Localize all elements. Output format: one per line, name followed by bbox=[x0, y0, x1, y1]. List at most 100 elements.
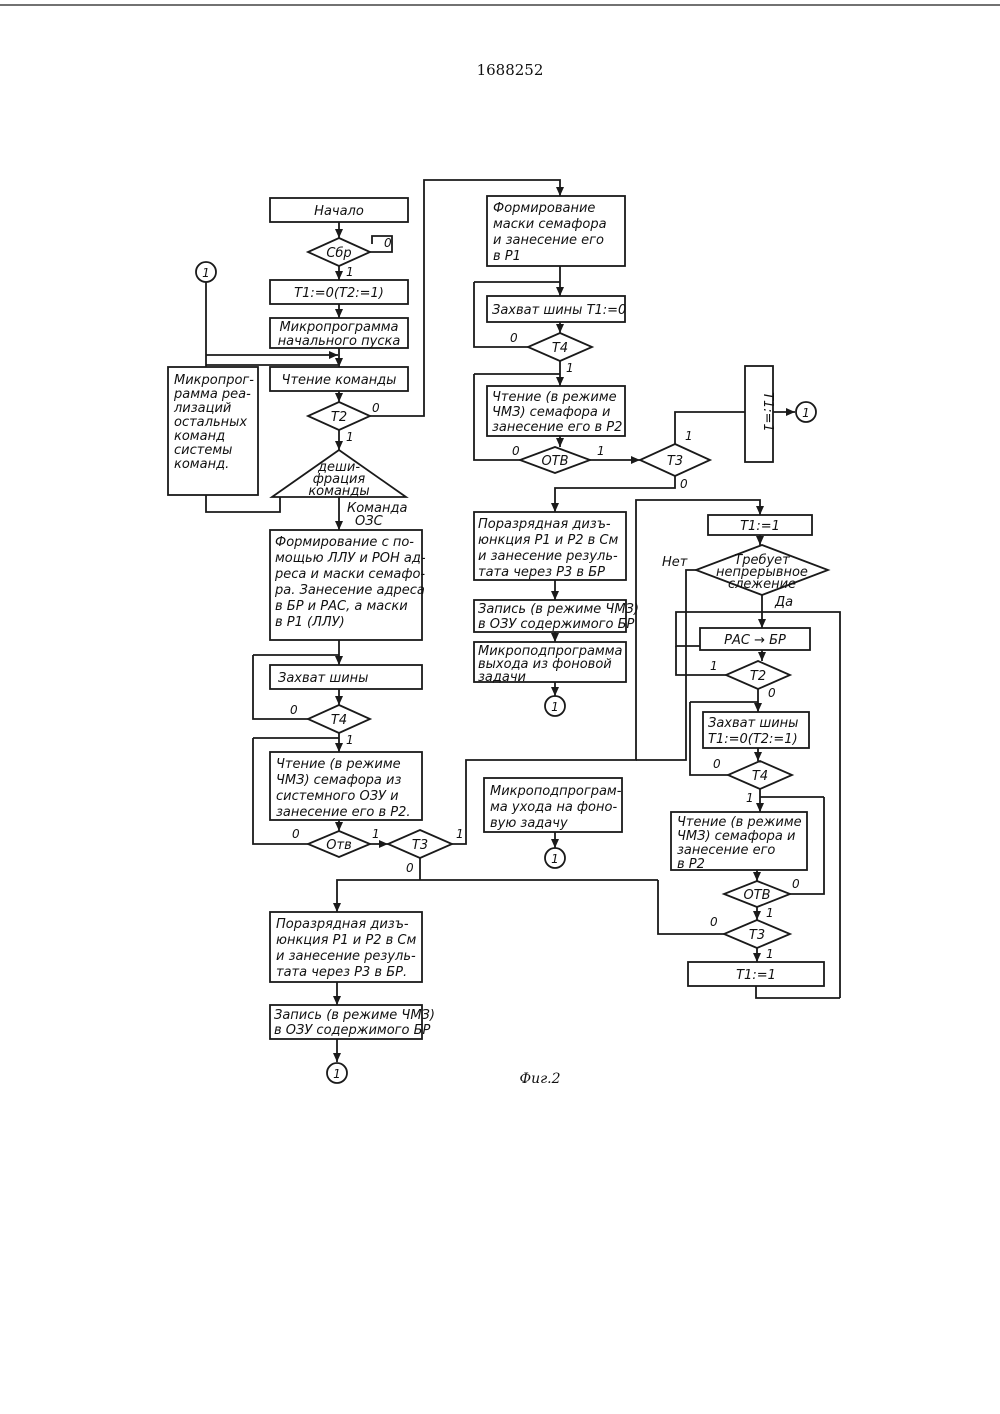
svg-text:1: 1 bbox=[766, 906, 774, 920]
svg-text:0: 0 bbox=[292, 827, 300, 841]
svg-text:Формирование с по-: Формирование с по- bbox=[275, 535, 414, 550]
svg-text:1: 1 bbox=[346, 733, 354, 747]
svg-text:Поразрядная дизъ-: Поразрядная дизъ- bbox=[276, 917, 409, 932]
right-column: Т1:=1 Требует непрерывное слежение Нет Д… bbox=[636, 515, 840, 998]
svg-text:0: 0 bbox=[713, 757, 721, 771]
svg-text:ОТВ: ОТВ bbox=[743, 888, 770, 903]
svg-text:занесение его в Р2: занесение его в Р2 bbox=[492, 420, 622, 435]
svg-text:Т1:=0(Т2:=1): Т1:=0(Т2:=1) bbox=[708, 732, 798, 747]
svg-text:Микропрограмма: Микропрограмма bbox=[279, 320, 398, 335]
svg-text:Т1:=1: Т1:=1 bbox=[736, 968, 776, 983]
svg-text:ра. Занесение адреса: ра. Занесение адреса bbox=[274, 583, 425, 598]
svg-text:1: 1 bbox=[685, 429, 693, 443]
svg-text:1: 1 bbox=[346, 265, 354, 279]
svg-text:Т1:=1: Т1:=1 bbox=[760, 392, 775, 432]
svg-text:ма ухода на фоно-: ма ухода на фоно- bbox=[490, 800, 617, 815]
svg-text:Начало: Начало bbox=[314, 204, 364, 219]
svg-text:Чтение команды: Чтение команды bbox=[282, 373, 397, 388]
svg-text:Т3: Т3 bbox=[412, 838, 428, 853]
svg-text:начального пуска: начального пуска bbox=[278, 334, 401, 349]
svg-text:Чтение (в режиме: Чтение (в режиме bbox=[492, 390, 617, 405]
svg-text:1: 1 bbox=[766, 947, 774, 961]
svg-text:в Р1: в Р1 bbox=[493, 249, 521, 264]
svg-text:и занесение резуль-: и занесение резуль- bbox=[478, 549, 618, 564]
svg-text:команды: команды bbox=[308, 484, 369, 499]
svg-text:Захват шины: Захват шины bbox=[278, 671, 368, 686]
svg-text:0: 0 bbox=[792, 877, 800, 891]
svg-text:Т3: Т3 bbox=[667, 454, 683, 469]
svg-text:в БР и РАС, а маски: в БР и РАС, а маски bbox=[275, 599, 408, 614]
left-column: 1 Начало Сбр 0 1 Т1:=0(Т2:=1) Микропрогр… bbox=[168, 180, 760, 1083]
svg-text:Формирование: Формирование bbox=[493, 201, 595, 216]
svg-text:Захват шины Т1:=0: Захват шины Т1:=0 bbox=[492, 303, 626, 318]
svg-text:тата через Р3 в БР: тата через Р3 в БР bbox=[478, 565, 605, 580]
svg-text:1: 1 bbox=[746, 791, 754, 805]
svg-text:Т2: Т2 bbox=[331, 410, 347, 425]
svg-text:рамма реа-: рамма реа- bbox=[173, 387, 251, 402]
svg-text:1: 1 bbox=[566, 361, 574, 375]
svg-text:ОТВ: ОТВ bbox=[541, 454, 568, 469]
svg-text:вую задачу: вую задачу bbox=[490, 816, 568, 831]
svg-text:0: 0 bbox=[510, 331, 518, 345]
svg-text:1: 1 bbox=[597, 444, 605, 458]
svg-text:в ОЗУ содержимого БР: в ОЗУ содержимого БР bbox=[274, 1023, 431, 1038]
svg-text:0: 0 bbox=[512, 444, 520, 458]
svg-text:Нет: Нет bbox=[662, 555, 688, 570]
svg-text:Чтение (в режиме: Чтение (в режиме bbox=[276, 757, 401, 772]
svg-text:маски семафора: маски семафора bbox=[493, 217, 607, 232]
svg-text:0: 0 bbox=[680, 477, 688, 491]
svg-text:в Р1 (ЛЛУ): в Р1 (ЛЛУ) bbox=[275, 615, 345, 630]
svg-text:Т2: Т2 bbox=[750, 669, 766, 684]
svg-text:Чтение (в режиме: Чтение (в режиме bbox=[677, 815, 802, 830]
svg-text:реса и маски семафо-: реса и маски семафо- bbox=[274, 567, 425, 582]
svg-text:команд: команд bbox=[174, 429, 225, 444]
svg-text:1: 1 bbox=[333, 1067, 341, 1081]
svg-text:1: 1 bbox=[346, 430, 354, 444]
svg-text:0: 0 bbox=[384, 236, 392, 250]
svg-text:юнкция Р1 и Р2 в См: юнкция Р1 и Р2 в См bbox=[478, 533, 618, 548]
svg-text:0: 0 bbox=[710, 915, 718, 929]
svg-text:1: 1 bbox=[551, 700, 559, 714]
svg-text:Да: Да bbox=[774, 595, 793, 610]
svg-text:занесение его: занесение его bbox=[677, 843, 775, 858]
svg-text:1: 1 bbox=[802, 406, 810, 420]
svg-text:Отв: Отв bbox=[326, 838, 351, 853]
svg-text:0: 0 bbox=[372, 401, 380, 415]
svg-text:в Р2: в Р2 bbox=[677, 857, 705, 872]
svg-text:системы: системы bbox=[174, 443, 232, 458]
svg-text:1: 1 bbox=[551, 852, 559, 866]
svg-text:в ОЗУ содержимого БР: в ОЗУ содержимого БР bbox=[478, 617, 635, 632]
svg-text:0: 0 bbox=[290, 703, 298, 717]
figure-caption: Фиг.2 bbox=[519, 1071, 560, 1087]
svg-text:ОЗС: ОЗС bbox=[355, 514, 384, 529]
svg-text:команд.: команд. bbox=[174, 457, 229, 472]
svg-text:Т4: Т4 bbox=[552, 341, 568, 356]
svg-text:РАС → БР: РАС → БР bbox=[724, 633, 786, 648]
svg-text:1: 1 bbox=[202, 266, 210, 280]
svg-text:1: 1 bbox=[710, 659, 718, 673]
svg-text:Т3: Т3 bbox=[749, 928, 765, 943]
svg-text:остальных: остальных bbox=[174, 415, 247, 430]
svg-text:Т1:=1: Т1:=1 bbox=[740, 519, 780, 534]
svg-text:Сбр: Сбр bbox=[326, 246, 351, 261]
svg-text:задачи: задачи bbox=[478, 670, 526, 685]
svg-text:занесение его в Р2.: занесение его в Р2. bbox=[276, 805, 411, 820]
svg-text:лизаций: лизаций bbox=[173, 401, 231, 416]
svg-text:1: 1 bbox=[456, 827, 464, 841]
svg-text:мощью ЛЛУ и РОН ад-: мощью ЛЛУ и РОН ад- bbox=[275, 551, 426, 566]
svg-text:Запись (в режиме ЧМЗ): Запись (в режиме ЧМЗ) bbox=[478, 602, 639, 617]
svg-text:юнкция Р1 и Р2 в См: юнкция Р1 и Р2 в См bbox=[276, 933, 416, 948]
svg-text:ЧМЗ) семафора и: ЧМЗ) семафора и bbox=[677, 829, 795, 844]
svg-text:Поразрядная дизъ-: Поразрядная дизъ- bbox=[478, 517, 611, 532]
svg-text:ЧМЗ) семафора из: ЧМЗ) семафора из bbox=[276, 773, 401, 788]
page-number: 1688252 bbox=[477, 61, 544, 79]
svg-text:и занесение его: и занесение его bbox=[493, 233, 604, 248]
svg-text:системного ОЗУ и: системного ОЗУ и bbox=[276, 789, 399, 804]
svg-text:1: 1 bbox=[372, 827, 380, 841]
svg-text:Т4: Т4 bbox=[331, 713, 347, 728]
svg-text:Запись (в режиме ЧМЗ): Запись (в режиме ЧМЗ) bbox=[274, 1008, 435, 1023]
svg-text:тата через Р3 в БР.: тата через Р3 в БР. bbox=[276, 965, 407, 980]
svg-text:Т4: Т4 bbox=[752, 769, 768, 784]
svg-text:Захват шины: Захват шины bbox=[708, 716, 798, 731]
